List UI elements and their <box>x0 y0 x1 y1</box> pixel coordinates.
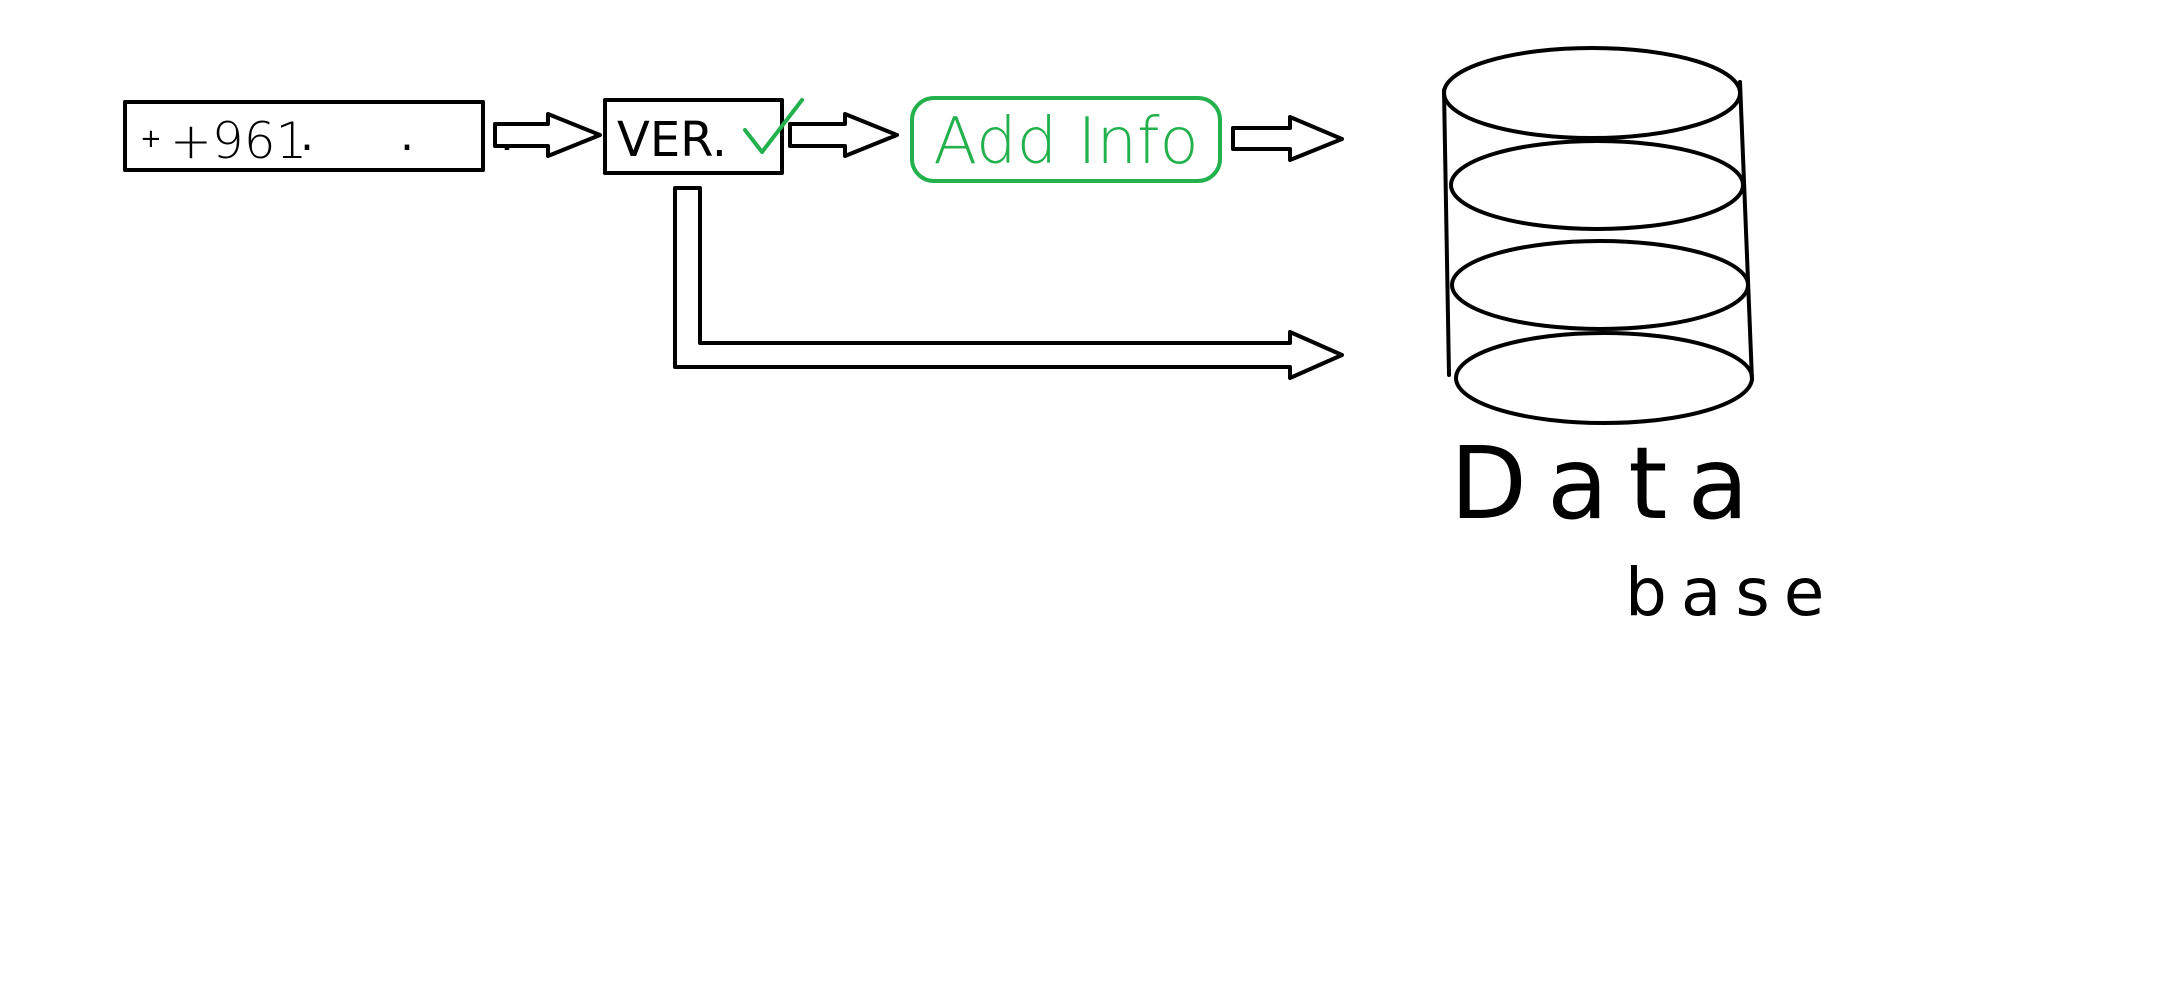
phone-input-box: + +961 . . . <box>123 100 550 172</box>
phone-masked-digits: . . . <box>300 110 550 161</box>
database-icon <box>1442 46 1754 425</box>
database-label: Data base <box>1450 425 1838 631</box>
arrow-phone-to-verify <box>493 112 602 158</box>
checkmark-icon <box>743 98 804 154</box>
phone-prefix-plus: + <box>140 124 162 154</box>
arrow-verify-bypass-to-database <box>673 186 1344 380</box>
arrow-addinfo-to-database <box>1231 115 1344 162</box>
arrow-verify-to-addinfo <box>788 112 899 158</box>
database-label-line1: Data <box>1450 425 1769 542</box>
verify-label: VER. <box>617 112 727 168</box>
add-info-label: Add Info <box>933 105 1198 179</box>
verify-box: VER. <box>603 98 784 175</box>
database-label-line2: base <box>1625 554 1838 631</box>
add-info-box: Add Info <box>910 96 1222 183</box>
phone-prefix: +961 <box>170 112 307 170</box>
